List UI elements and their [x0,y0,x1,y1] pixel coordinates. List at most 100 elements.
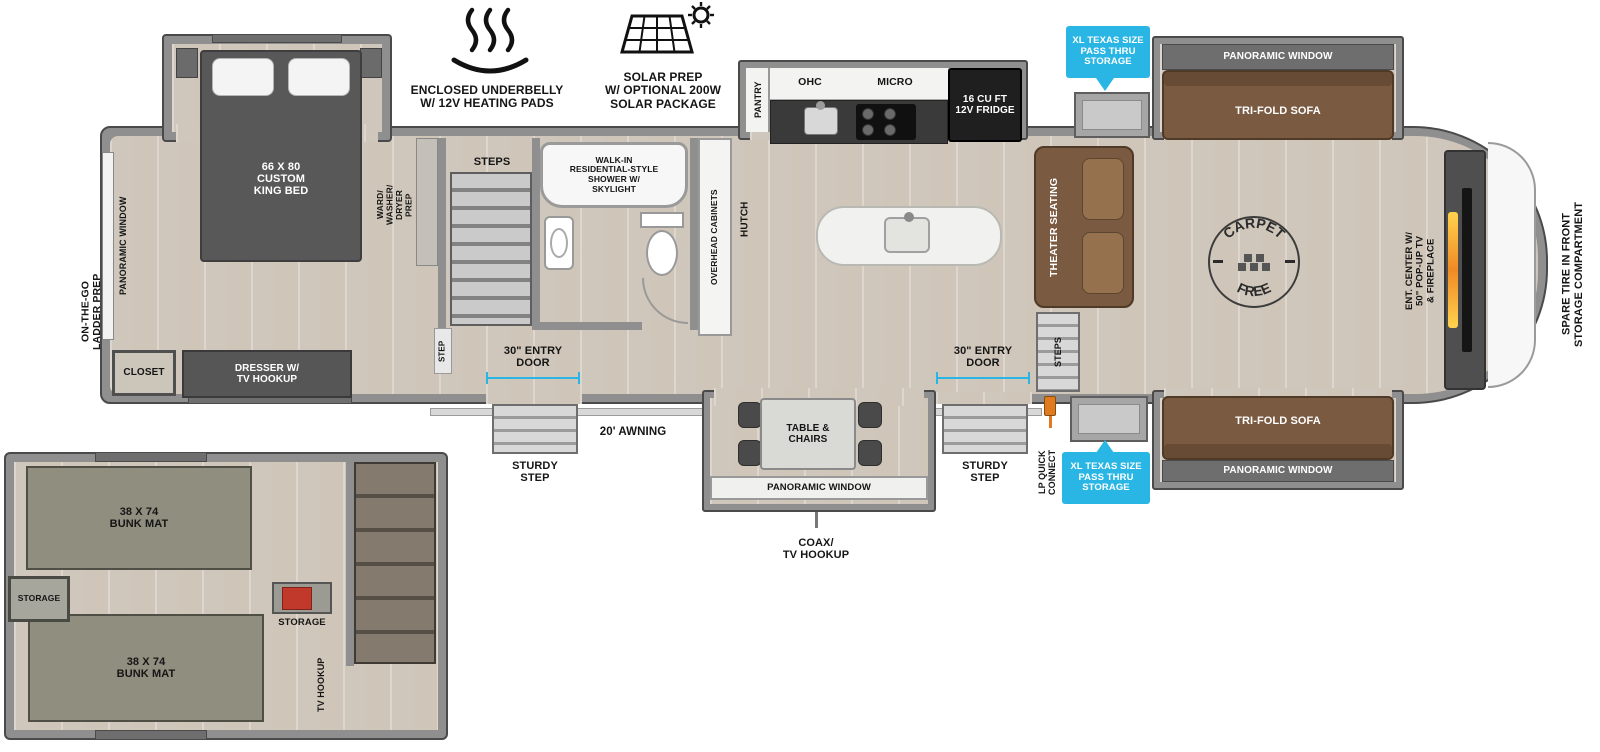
red-storage-bin [282,587,312,610]
shower-label: WALK-IN RESIDENTIAL-STYLE SHOWER W/ SKYL… [569,154,659,194]
pass-thru-tag-bottom [1062,452,1150,504]
bath-sink [544,216,574,270]
overhead-cabinets-label: OVERHEAD CABINETS [709,189,720,285]
dining-chair [738,402,762,428]
bunk-mat-top [26,466,252,570]
lp-quick-connect-icon [1044,396,1056,416]
sofa-backrest [1164,444,1392,458]
closet [112,350,176,396]
dresser-label: DRESSER W/ TV HOOKUP [234,362,300,385]
living-steps-label: STEPS [1052,337,1063,368]
svg-text:CARPET: CARPET [1220,215,1289,242]
ladder-prep-label: ON-THE-GO LADDER PREP [79,273,103,351]
panoramic-window-left [102,152,114,340]
faucet [816,101,825,110]
ent-center-label: ENT. CENTER W/ 50" POP-UP TV & FIREPLACE [1404,232,1437,310]
bath-wall [690,138,698,330]
burner [862,124,874,136]
ohc-label: OHC [798,76,822,89]
panoramic-window-bottom-right [1162,460,1394,482]
dim-tick [1028,372,1030,384]
pass-thru-storage-bottom-lid [1078,404,1140,434]
pass-thru-tag-top-label: XL TEXAS SIZE PASS THRU STORAGE [1072,35,1144,68]
pass-thru-tag-bottom-label: XL TEXAS SIZE PASS THRU STORAGE [1070,461,1142,494]
wardrobe-cabinet [416,138,438,266]
sturdy-step-right [942,404,1028,454]
spare-tire-note: SPARE TIRE IN FRONT STORAGE COMPARTMENT [1560,201,1585,347]
sturdy-step-left-label: STURDY STEP [512,459,558,484]
panoramic-window-top-right-label: PANORAMIC WINDOW [1223,51,1333,63]
pillow [212,58,274,96]
closet-label: CLOSET [123,367,165,379]
pass-thru-tag-top [1066,26,1150,78]
living-steps [1036,312,1080,392]
kitchen-sink [804,107,838,135]
panoramic-window-dinette [710,476,928,500]
heating-pads-icon [451,7,529,74]
refrigerator [948,68,1022,142]
overhead-cabinets [698,138,732,336]
coax-label: COAX/ TV HOOKUP [782,536,850,561]
sturdy-step-right-label: STURDY STEP [962,459,1008,484]
bedroom-window [212,34,342,43]
ward-washer-dryer-label: WARD/ WASHER/ DRYER PREP [374,184,414,226]
panoramic-window-left-label: PANORAMIC WINDOW [117,196,128,296]
panoramic-window-top-right [1162,44,1394,70]
dresser [182,350,352,398]
coax-stub [815,512,818,528]
bunk-mat-bottom [28,614,264,722]
bath-wall [532,138,540,330]
bunk-storage-left-label: STORAGE [17,593,61,604]
carpet-word: CARPET [1220,215,1289,242]
hutch-label: HUTCH [739,201,751,237]
toilet-tank [640,212,684,228]
tri-fold-sofa-top-label: TRI-FOLD SOFA [1235,104,1321,117]
nightstand [176,48,198,78]
dining-table [760,398,856,470]
toilet-icon [646,230,678,276]
bunk-mat-bottom-label: 38 X 74 BUNK MAT [116,655,176,680]
pantry [746,68,770,132]
burner [884,108,896,120]
tag-pointer-up [1096,440,1114,453]
step-box [434,328,452,374]
underbelly-note: ENCLOSED UNDERBELLY W/ 12V HEATING PADS [410,82,564,110]
dim-tick [578,372,580,384]
front-cap-interior [1488,142,1536,388]
nightstand [360,48,382,78]
theater-seating-label: THEATER SEATING [1048,177,1061,277]
interior-wall [438,138,446,328]
dining-chair [738,440,762,466]
sturdy-step-left [492,404,578,454]
burner [884,124,896,136]
kitchen-upper-cabinets [770,68,948,100]
panoramic-window-dinette-label: PANORAMIC WINDOW [767,481,871,493]
entry-door-left-label: 30" ENTRY DOOR [503,344,563,369]
lp-hose [1049,416,1052,428]
bunkroom-window-top [95,452,207,462]
fireplace-glow-icon [1448,212,1458,328]
dim-tick [486,372,488,384]
bunk-tv-hookup-label: TV HOOKUP [315,657,326,713]
tag-pointer-down [1096,78,1114,91]
walkin-shower [540,142,688,208]
burner [862,108,874,120]
sink-icon [550,228,568,258]
door-dimension-line [486,377,580,379]
bunkroom-stairs [354,462,436,664]
solar-panel-sun-icon [620,2,714,54]
dim-tick [936,372,938,384]
carpet-free-badge: CARPET FREE [1208,215,1300,308]
pantry-label: PANTRY [752,81,763,119]
island-sink [884,217,930,253]
free-word: FREE [1235,279,1273,299]
bath-wall [532,322,642,330]
panoramic-window-bottom-right-label: PANORAMIC WINDOW [1223,465,1333,477]
bunk-mat-top-label: 38 X 74 BUNK MAT [109,505,169,530]
dining-chair [858,402,882,428]
bunk-storage-left [8,576,70,622]
entry-door-right-label: 30" ENTRY DOOR [953,344,1013,369]
micro-label: MICRO [877,76,913,89]
svg-text:FREE: FREE [1235,279,1273,299]
king-bed-label: 66 X 80 CUSTOM KING BED [253,160,309,198]
